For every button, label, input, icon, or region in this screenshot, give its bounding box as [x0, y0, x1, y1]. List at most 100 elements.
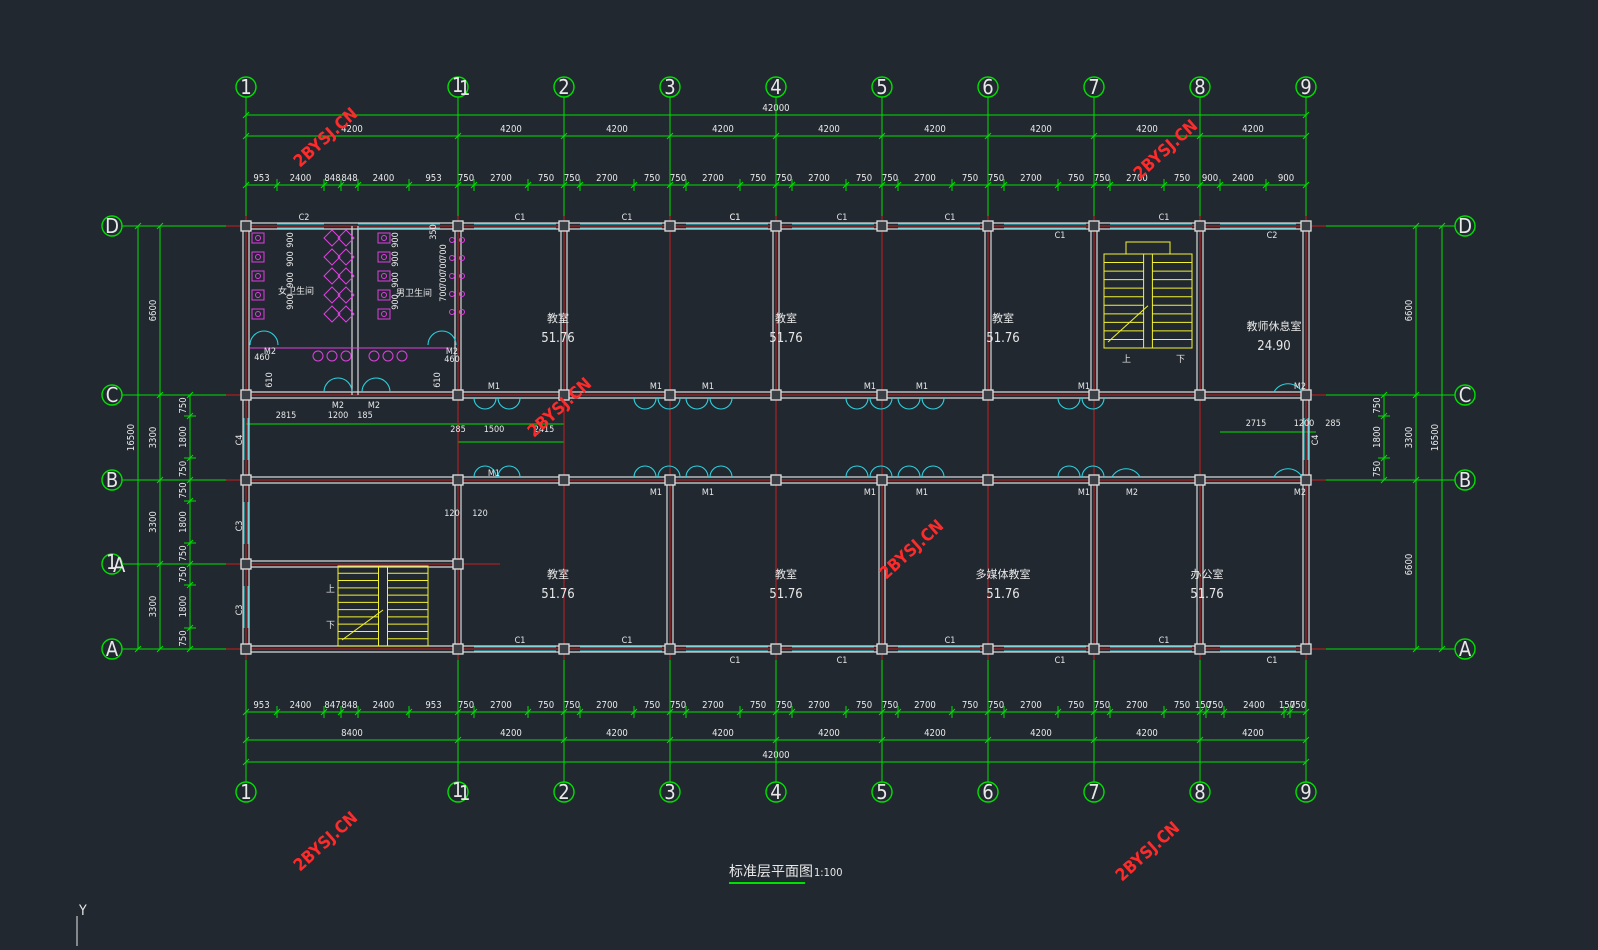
misc-dim-text: 610	[433, 372, 443, 387]
door-swing	[1273, 468, 1303, 478]
door-label: M2	[368, 401, 380, 411]
bottom-opening-dim-text: 2400	[1243, 700, 1265, 711]
column	[982, 220, 994, 232]
column	[876, 643, 888, 655]
toilet-fixture	[251, 270, 265, 282]
room-name: 多媒体教室	[976, 567, 1031, 581]
top-opening-dim-text: 2700	[1126, 173, 1148, 184]
urinal	[449, 291, 455, 297]
top-opening-dim-text: 750	[564, 173, 580, 184]
misc-dim-text: 460	[444, 355, 459, 365]
room-area: 51.76	[541, 331, 574, 346]
toilet-fixture	[377, 308, 391, 320]
axis-bubble-left-label: D	[105, 214, 119, 238]
top-bay-dim-text: 4200	[818, 124, 840, 135]
axis-bubble-bottom-label: 9	[1300, 780, 1311, 804]
misc-dim-text: 2415	[534, 425, 555, 435]
urinal	[449, 255, 455, 261]
door-swing	[869, 465, 893, 478]
toilet-fixture	[337, 305, 355, 323]
door-swing	[1057, 397, 1081, 410]
door-swing	[897, 397, 921, 410]
column	[1088, 643, 1100, 655]
bottom-bay-dim-text: 4200	[1136, 728, 1158, 739]
column	[240, 474, 252, 486]
left-bay-dim-text: 3300	[148, 596, 159, 618]
toilet-bowl	[381, 235, 387, 241]
urinal	[449, 273, 455, 279]
column	[1088, 474, 1100, 486]
window-label: C1	[515, 213, 526, 223]
door-swing	[323, 377, 353, 393]
door-swing	[1057, 465, 1081, 478]
axis-bubble-left-label: 1	[106, 550, 117, 574]
axis-bubble-bottom-label: 5	[876, 780, 887, 804]
door-label: M1	[488, 469, 500, 479]
toilet-fixture	[323, 286, 341, 304]
toilet-fixture	[251, 289, 265, 301]
window-label: C3	[235, 521, 245, 532]
misc-dim-text: 700	[439, 286, 449, 301]
misc-dim-text: 900	[391, 232, 401, 247]
column	[982, 643, 994, 655]
window-label: C1	[945, 213, 956, 223]
left-opening-dim-text: 750	[178, 630, 189, 646]
column	[240, 558, 252, 570]
ucs-icon: Y	[76, 903, 87, 946]
bottom-opening-dim-text: 953	[425, 700, 441, 711]
toilet-bowl	[255, 235, 261, 241]
axis-bubble-left-sub: A	[113, 553, 126, 577]
bottom-bay-dim-text: 4200	[500, 728, 522, 739]
toilet-fixture	[337, 248, 355, 266]
axis-bubble-bottom-label: 1	[452, 778, 463, 802]
axis-bubble-right-label: B	[1459, 468, 1471, 492]
toilet-bowl	[255, 254, 261, 260]
window-label: C1	[1267, 656, 1278, 666]
room-name: 男卫生间	[396, 287, 432, 299]
top-opening-dim-text: 750	[776, 173, 792, 184]
stair-landing	[1125, 241, 1171, 255]
top-opening-dim-text: 750	[1174, 173, 1190, 184]
bottom-opening-dim-text: 150	[1195, 700, 1211, 711]
top-bay-dim-text: 4200	[606, 124, 628, 135]
room-area: 51.76	[769, 587, 802, 602]
door-swing	[473, 465, 497, 478]
watermark: 2BYSJ.CN	[524, 374, 596, 442]
door-label: M1	[916, 488, 928, 498]
window-label: C1	[730, 213, 741, 223]
door-swing	[497, 397, 521, 410]
door-label: M2	[446, 347, 458, 357]
top-opening-dim-text: 2400	[373, 173, 395, 184]
window-label: C1	[1055, 231, 1066, 241]
toilet-bowl	[255, 273, 261, 279]
axis-bubble-bottom-label: 4	[770, 780, 781, 804]
misc-dim-text: 900	[286, 251, 296, 266]
door-label: M1	[488, 382, 500, 392]
bottom-opening-dim-text: 750	[882, 700, 898, 711]
window-label: C1	[622, 213, 633, 223]
door-swing	[921, 397, 945, 410]
column	[770, 643, 782, 655]
axis-bubble-bottom-label: 1	[240, 780, 251, 804]
toilet-fixture	[377, 270, 391, 282]
axis-bubble-left-label: C	[106, 383, 119, 407]
window-label: C1	[1055, 656, 1066, 666]
room-area: 24.90	[1257, 339, 1290, 354]
column	[452, 389, 464, 401]
toilet-fixture	[377, 251, 391, 263]
top-opening-dim-text: 750	[644, 173, 660, 184]
misc-dim-text: 185	[357, 411, 372, 421]
column	[1194, 389, 1206, 401]
toilet-fixture	[377, 289, 391, 301]
stair-up-label: 上	[326, 584, 335, 595]
door-label: M1	[650, 488, 662, 498]
axis-bubble-bottom-label: 6	[982, 780, 993, 804]
toilet-bowl	[381, 292, 387, 298]
axis-bubble-top-label: 3	[664, 75, 675, 99]
room-area: 51.76	[769, 331, 802, 346]
sink	[368, 350, 380, 362]
door-label: M1	[1078, 382, 1090, 392]
top-opening-dim-text: 953	[425, 173, 441, 184]
column	[876, 389, 888, 401]
